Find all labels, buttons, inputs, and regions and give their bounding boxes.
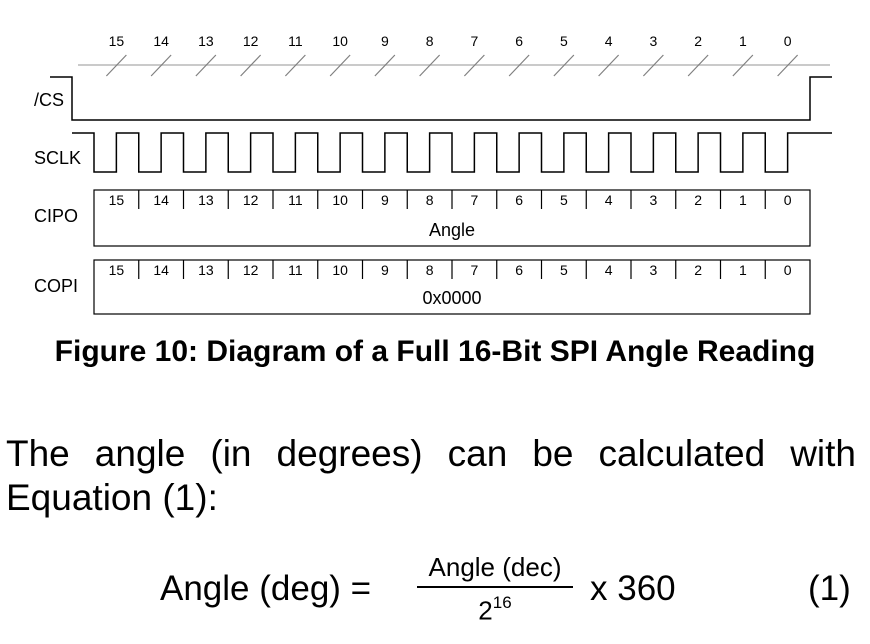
copi-bit-15: 15 [109, 262, 125, 278]
bit-number-1: 1 [739, 33, 747, 49]
bit-tick [553, 54, 575, 77]
cipo-bit-13: 13 [198, 192, 214, 208]
copi-bit-10: 10 [332, 262, 348, 278]
cipo-bit-8: 8 [426, 192, 434, 208]
fraction-bar [417, 586, 573, 588]
cipo-bit-12: 12 [243, 192, 259, 208]
copi-bit-1: 1 [739, 262, 747, 278]
cipo-bit-5: 5 [560, 192, 568, 208]
sclk-waveform [72, 132, 832, 173]
bit-tick [777, 54, 799, 77]
bit-tick [642, 54, 664, 77]
bit-tick [150, 54, 172, 77]
bit-number-8: 8 [426, 33, 434, 49]
denominator-base: 2 [478, 595, 493, 626]
bit-number-5: 5 [560, 33, 568, 49]
bit-tick [508, 54, 530, 77]
angle-equation: Angle (deg) = Angle (dec) 216 x 360 (1) [0, 548, 870, 644]
denominator-exponent: 16 [492, 593, 512, 612]
cs-waveform [50, 76, 832, 121]
cipo-bit-10: 10 [332, 192, 348, 208]
bit-number-12: 12 [243, 33, 259, 49]
bit-number-4: 4 [605, 33, 613, 49]
cipo-bit-2: 2 [694, 192, 702, 208]
cipo-value: Angle [429, 220, 475, 240]
copi-bit-0: 0 [784, 262, 792, 278]
bit-tick [240, 54, 262, 77]
bit-tick [329, 54, 351, 77]
bit-number-2: 2 [694, 33, 702, 49]
equation-rhs: x 360 [590, 569, 676, 608]
copi-bit-6: 6 [515, 262, 523, 278]
bit-tick [463, 54, 485, 77]
copi-bit-13: 13 [198, 262, 214, 278]
cipo-signal-label: CIPO [34, 206, 78, 226]
cipo-bit-15: 15 [109, 192, 125, 208]
copi-bit-11: 11 [288, 262, 303, 278]
bit-tick [374, 54, 396, 77]
copi-bit-14: 14 [153, 262, 169, 278]
cipo-bit-7: 7 [470, 192, 478, 208]
bit-tick-marks [105, 54, 799, 77]
cipo-bit-6: 6 [515, 192, 523, 208]
bit-number-0: 0 [784, 33, 792, 49]
figure-caption: Figure 10: Diagram of a Full 16-Bit SPI … [54, 335, 816, 368]
bit-number-7: 7 [470, 33, 478, 49]
body-paragraph: The angle (in degrees) can be calculated… [6, 433, 856, 518]
copi-bit-5: 5 [560, 262, 568, 278]
copi-bit-7: 7 [470, 262, 478, 278]
cipo-bit-1: 1 [739, 192, 747, 208]
copi-bit-8: 8 [426, 262, 434, 278]
bit-tick [195, 54, 217, 77]
bit-number-13: 13 [198, 33, 214, 49]
bit-tick [687, 54, 709, 77]
cipo-bit-3: 3 [649, 192, 657, 208]
bit-number-6: 6 [515, 33, 523, 49]
cipo-bit-9: 9 [381, 192, 389, 208]
copi-bit-12: 12 [243, 262, 259, 278]
fraction-denominator: 216 [415, 591, 575, 625]
copi-value: 0x0000 [422, 288, 481, 308]
cipo-bit-14: 14 [153, 192, 169, 208]
bit-tick [598, 54, 620, 77]
cipo-bit-4: 4 [605, 192, 613, 208]
bit-number-11: 11 [288, 33, 303, 49]
bit-tick [419, 54, 441, 77]
fraction-numerator: Angle (dec) [428, 552, 562, 582]
cipo-bit-0: 0 [784, 192, 792, 208]
bit-number-3: 3 [649, 33, 657, 49]
bit-tick [284, 54, 306, 77]
bit-tick [732, 54, 754, 77]
sclk-signal-label: SCLK [34, 148, 81, 168]
copi-bit-9: 9 [381, 262, 389, 278]
bit-number-9: 9 [381, 33, 389, 49]
equation-fraction: Angle (dec) 216 [415, 552, 575, 625]
copi-bit-2: 2 [694, 262, 702, 278]
bit-tick [105, 54, 127, 77]
bit-number-14: 14 [153, 33, 169, 49]
bit-number-15: 15 [109, 33, 125, 49]
equation-number: (1) [808, 569, 851, 608]
bit-number-10: 10 [332, 33, 348, 49]
cipo-bit-11: 11 [288, 192, 303, 208]
equation-lhs: Angle (deg) = [160, 569, 372, 608]
cs-signal-label: /CS [34, 90, 64, 110]
copi-signal-label: COPI [34, 276, 78, 296]
copi-bit-4: 4 [605, 262, 613, 278]
copi-bit-3: 3 [649, 262, 657, 278]
